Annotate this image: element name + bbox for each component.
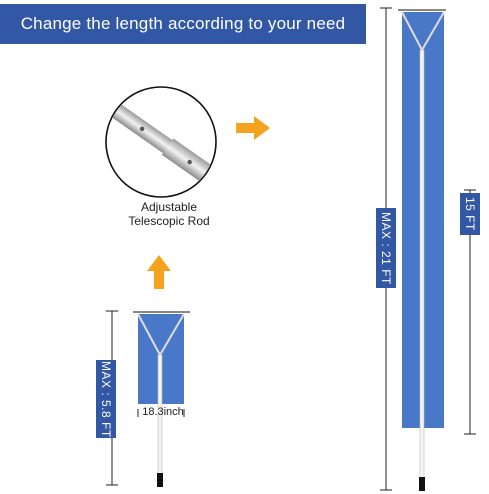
max-small-label: MAX : 5.8 FT (96, 360, 116, 438)
short-rake (106, 310, 190, 487)
rod-caption: Adjustable Telescopic Rod (104, 200, 234, 228)
slide-length-label: 15 FT (460, 193, 480, 235)
header-banner: Change the length according to your need (0, 4, 366, 44)
max-large-label: MAX : 21 FT (376, 208, 396, 288)
arrow-right-icon (236, 116, 270, 140)
width-label: 18.3inch (142, 406, 184, 418)
rod-zoom-circle (105, 86, 217, 198)
arrow-up-icon (147, 255, 171, 289)
caption-line-2: Telescopic Rod (128, 214, 210, 228)
caption-line-1: Adjustable (140, 200, 198, 214)
